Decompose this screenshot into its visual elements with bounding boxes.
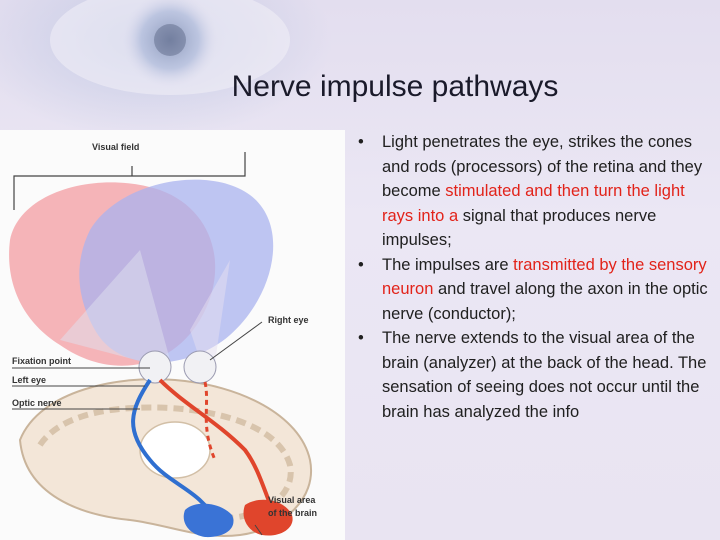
brain-folds [37,404,294,521]
bullet-list: • Light penetrates the eye, strikes the c… [358,130,708,424]
left-visual-cortex [183,503,234,538]
bullet-highlight-text: transmitted by the sensory neuron [382,255,707,299]
right-optic-pathway [158,378,277,516]
visual-area-label-line2: of the brain [268,508,317,518]
bullet-text: The impulses are [382,255,514,274]
right-eyeball [183,350,217,384]
left-eye-label: Left eye [12,375,47,385]
brain-core [139,421,211,479]
visual-field-bracket [13,152,246,210]
bullet-item: • The impulses are transmitted by the sen… [358,253,708,327]
visual-pathway-figure: Visual field Right eye Fixation point Le… [0,130,345,540]
slide-title: Nerve impulse pathways [231,70,559,103]
bullet-text: signal that produces nerve impulses; [382,206,657,250]
bullet-marker: • [358,255,364,274]
visual-area-leader [254,524,263,536]
bullet-item: • The nerve extends to the visual area of… [358,326,708,424]
light-cone-right [190,260,230,362]
left-eyeball [138,350,172,384]
optic-nerve-label: Optic nerve [12,398,62,408]
fixation-point-label: Fixation point [12,356,71,366]
bullet-highlight-text: stimulated and then turn the light rays … [382,182,685,225]
right-eye-leader [209,321,263,361]
bullet-item: • Light penetrates the eye, strikes the c… [358,130,708,253]
right-eye-label: Right eye [268,315,309,325]
visual-area-label-line1: Visual area [268,495,316,505]
eye-decoration-image [50,0,290,95]
bullet-text: and travel along the axon in the optic n… [382,280,708,323]
left-optic-pathway [131,378,217,521]
visual-pathway-diagram [9,152,313,538]
bullet-text: Light penetrates the eye, strikes the co… [382,133,703,200]
bullet-marker: • [358,329,364,347]
visual-field-label: Visual field [92,142,140,152]
bullet-marker: • [358,133,364,151]
bullet-text: The nerve extends to the visual area of … [382,329,707,421]
light-cone-left [60,250,170,365]
